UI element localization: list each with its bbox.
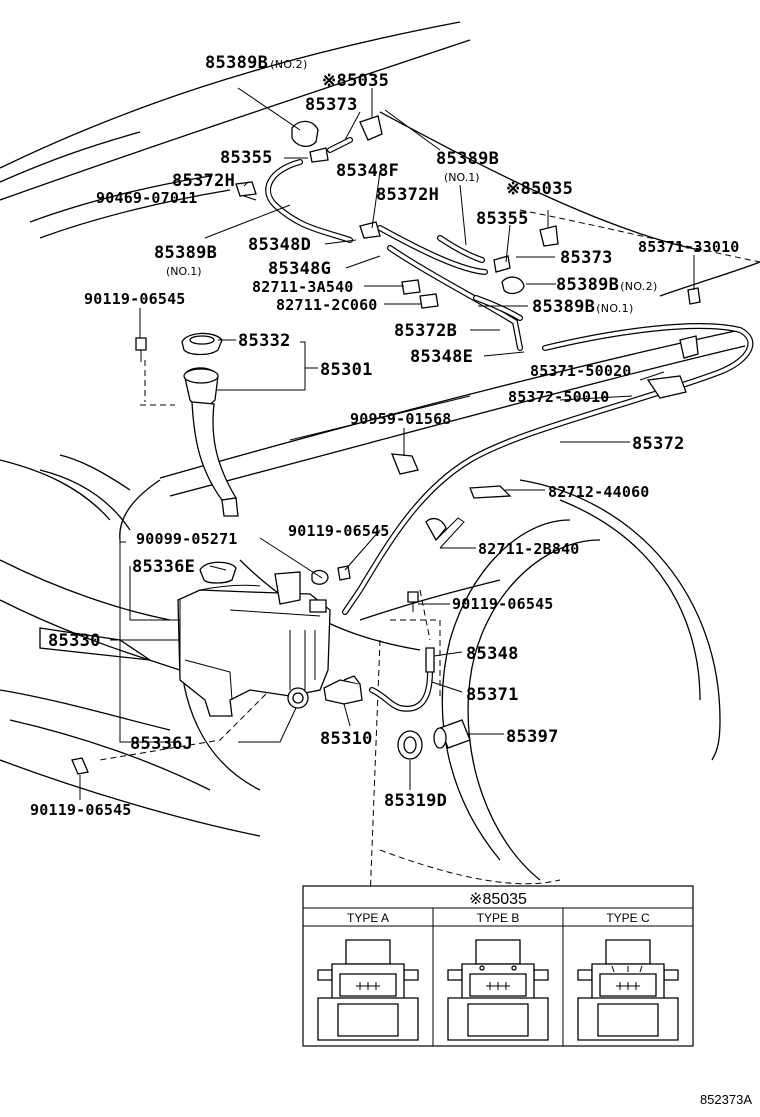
label-85389B-no2-top: 85389B(NO.2) — [205, 53, 308, 73]
label-85348: 85348 — [466, 644, 519, 664]
label-85330: 85330 — [48, 631, 101, 651]
part-labels: 85389B(NO.2) ※85035 85373 85355 85372H 9… — [30, 53, 740, 819]
label-85035-top: ※85035 — [322, 71, 389, 91]
table-col-type-c: TYPE C — [606, 911, 650, 925]
label-85348G: 85348G — [268, 259, 331, 279]
label-82711-2C060: 82711-2C060 — [276, 296, 378, 314]
label-90119-06545-b: 90119-06545 — [288, 522, 390, 540]
washer-tank-assembly — [71, 115, 701, 775]
label-85389B-mid-sub: (NO.1) — [444, 171, 480, 184]
label-90119-06545-a: 90119-06545 — [84, 290, 186, 308]
label-85372H-left: 85372H — [172, 171, 235, 191]
label-90099-05271: 90099-05271 — [136, 530, 238, 548]
label-90119-06545-c: 90119-06545 — [452, 595, 554, 613]
label-82711-2B840: 82711-2B840 — [478, 540, 580, 558]
label-85372H-mid: 85372H — [376, 185, 439, 205]
label-85348F: 85348F — [336, 161, 399, 181]
label-82712-44060: 82712-44060 — [548, 483, 650, 501]
label-85355-mid: 85355 — [476, 209, 529, 229]
label-85389B-left: 85389B — [154, 243, 217, 263]
label-85389B-no1-mid: 85389B(NO.1) — [532, 297, 634, 317]
label-90469-07011: 90469-07011 — [96, 189, 198, 207]
label-85389B-mid: 85389B — [436, 149, 499, 169]
label-85397: 85397 — [506, 727, 559, 747]
label-85371-50020: 85371-50020 — [530, 362, 632, 380]
label-85355-top: 85355 — [220, 148, 273, 168]
label-85371-33010: 85371-33010 — [638, 238, 740, 256]
label-85372B: 85372B — [394, 321, 457, 341]
label-85336E: 85336E — [132, 557, 195, 577]
leader-lines — [79, 87, 695, 800]
diagram-code: 852373A — [700, 1092, 752, 1107]
label-85332: 85332 — [238, 331, 291, 351]
label-85301: 85301 — [320, 360, 373, 380]
label-90119-06545-d: 90119-06545 — [30, 801, 132, 819]
label-85319D: 85319D — [384, 791, 447, 811]
label-82711-3A540: 82711-3A540 — [252, 278, 354, 296]
connector-type-c-drawing — [577, 939, 679, 1041]
label-85348D: 85348D — [248, 235, 311, 255]
connector-type-b-drawing — [447, 939, 549, 1041]
label-85310: 85310 — [320, 729, 373, 749]
connector-type-table: ※85035 TYPE A TYPE B TYPE C — [302, 885, 694, 1047]
label-85348E: 85348E — [410, 347, 473, 367]
label-85372-50010: 85372-50010 — [508, 388, 610, 406]
label-85372: 85372 — [632, 434, 685, 454]
table-col-type-a: TYPE A — [347, 911, 389, 925]
label-85389B-no2-mid: 85389B(NO.2) — [556, 275, 658, 295]
label-85373-top: 85373 — [305, 95, 358, 115]
label-85389B-left-sub: (NO.1) — [166, 265, 202, 278]
label-85373-mid: 85373 — [560, 248, 613, 268]
table-title: ※85035 — [469, 891, 527, 908]
label-85371: 85371 — [466, 685, 519, 705]
table-col-type-b: TYPE B — [477, 911, 520, 925]
label-85035-mid: ※85035 — [506, 179, 573, 199]
label-90959-01568: 90959-01568 — [350, 410, 452, 428]
label-85336J: 85336J — [130, 734, 193, 754]
connector-type-a-drawing — [317, 939, 419, 1041]
